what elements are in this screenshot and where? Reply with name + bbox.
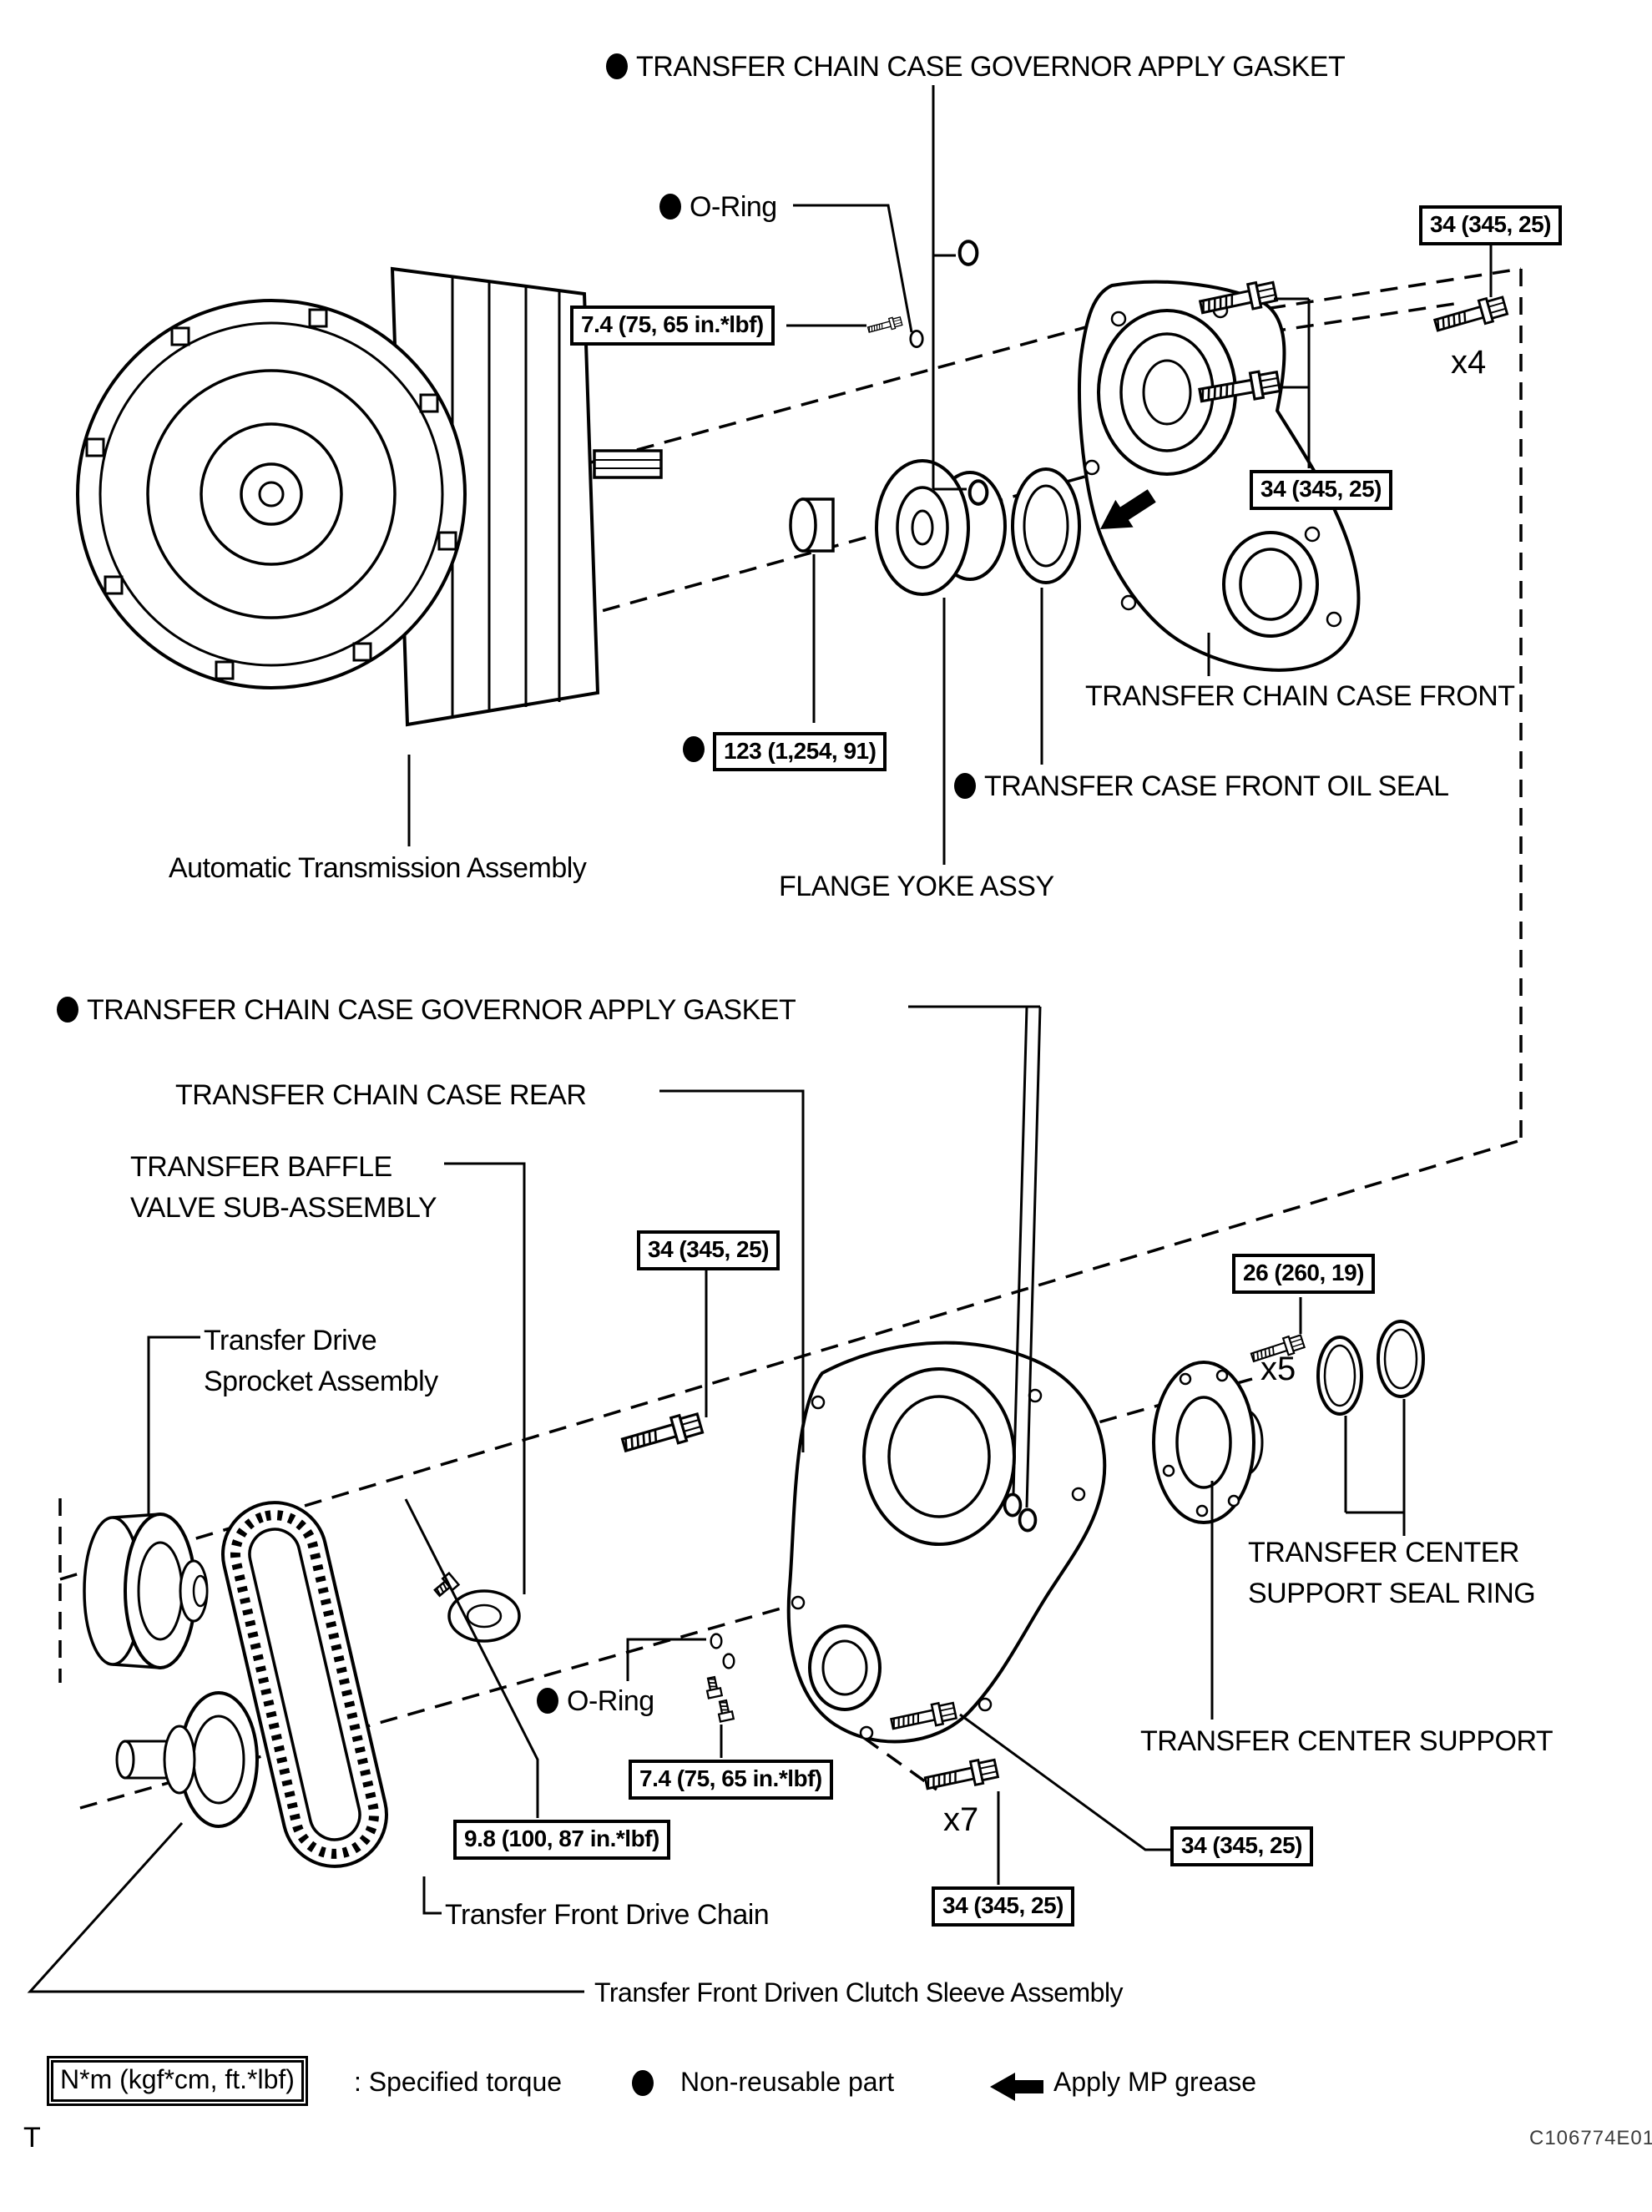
label-clutch-sleeve: Transfer Front Driven Clutch Sleeve Asse… [594,1977,1124,2007]
torque-123-group: 123 (1,254, 91) [683,730,887,771]
baffle-valve-drawing [431,1572,521,1643]
chain-case-front-drawing [1077,280,1361,672]
multiplier-x4: x4 [1451,344,1487,381]
multiplier-x5: x5 [1260,1351,1296,1387]
top-union-screw [866,315,924,349]
legend-grease: Apply MP grease [1053,2067,1257,2097]
chain-case-rear-drawing [786,1341,1107,1744]
torque-box-26: 26 (260, 19) [1232,1254,1375,1294]
automatic-transmission-drawing [76,266,663,727]
torque-box-74-bottom: 7.4 (75, 65 in.*lbf) [629,1760,833,1800]
figure-code: C106774E01 [1529,2127,1652,2149]
label-flange-yoke: FLANGE YOKE ASSY [779,871,1054,902]
label-transmission: Automatic Transmission Assembly [169,852,587,884]
label-drive-chain: Transfer Front Drive Chain [445,1899,770,1931]
label-front-oil-seal: TRANSFER CASE FRONT OIL SEAL [954,766,1449,807]
legend-torque-desc: : Specified torque [354,2067,563,2097]
drive-sprocket-drawing [83,1513,209,1669]
flange-yoke-drawing [789,459,1007,596]
non-reusable-icon [954,773,976,799]
label-chain-case-rear: TRANSFER CHAIN CASE REAR [175,1079,587,1111]
label-gasket-mid: TRANSFER CHAIN CASE GOVERNOR APPLY GASKE… [57,990,796,1031]
page-corner-mark: T [23,2122,41,2154]
non-reusable-icon [632,2070,654,2096]
non-reusable-icon [606,53,628,79]
torque-box-34-right: 34 (345, 25) [1170,1826,1313,1866]
torque-box-34-rear: 34 (345, 25) [637,1230,780,1270]
label-gasket-top: TRANSFER CHAIN CASE GOVERNOR APPLY GASKE… [606,47,1346,88]
label-o-ring-bottom: O-Ring [537,1681,654,1722]
torque-box-34-mid: 34 (345, 25) [1250,470,1392,510]
label-chain-case-front: TRANSFER CHAIN CASE FRONT [1085,680,1515,712]
torque-box-123: 123 (1,254, 91) [713,732,887,771]
multiplier-x7: x7 [943,1801,979,1838]
drive-chain-drawing [221,1501,388,1868]
non-reusable-icon [57,997,78,1023]
lower-o-rings-and-screws [703,1633,735,1723]
center-support-seal-rings-drawing [1316,1320,1425,1416]
legend-grease-arrow-icon [990,2073,1043,2101]
top-gasket-o-rings [960,241,988,504]
torque-box-98: 9.8 (100, 87 in.*lbf) [453,1820,670,1860]
leader-lines [27,85,1493,1993]
driven-clutch-sleeve-drawing [115,1691,259,1828]
front-oil-seal-drawing [1011,467,1081,584]
torque-box-74-top: 7.4 (75, 65 in.*lbf) [570,306,775,346]
non-reusable-icon [537,1688,558,1714]
label-center-support: TRANSFER CENTER SUPPORT [1140,1725,1553,1757]
center-support-drawing [1152,1361,1264,1524]
non-reusable-icon [659,194,681,220]
label-seal-ring: TRANSFER CENTER SUPPORT SEAL RING [1248,1537,1536,1610]
label-o-ring-top: O-Ring [659,187,777,228]
legend-torque-unit-box: N*m (kgf*cm, ft.*lbf) [47,2056,308,2106]
torque-box-34-x7: 34 (345, 25) [932,1886,1074,1927]
label-drive-sprocket: Transfer Drive Sprocket Assembly [204,1325,438,1398]
label-baffle-valve: TRANSFER BAFFLE VALVE SUB-ASSEMBLY [130,1151,437,1225]
non-reusable-icon [683,736,705,762]
torque-box-34-top-right: 34 (345, 25) [1419,205,1562,245]
legend-non-reusable: Non-reusable part [680,2067,895,2097]
